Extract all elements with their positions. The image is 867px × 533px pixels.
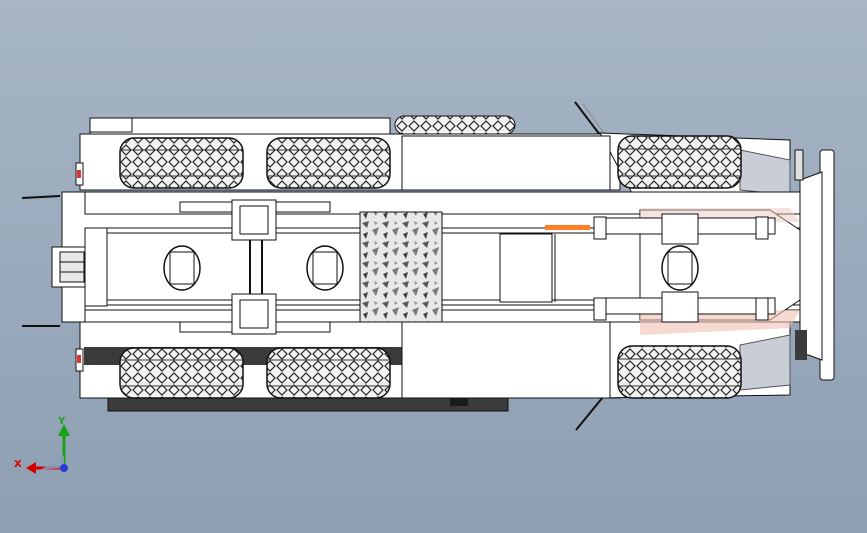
wheel-rear-left-2 [266,137,391,189]
rear-antennas [21,195,61,327]
wheel-rear-right-1 [119,347,244,399]
cargo-floor-panel [359,211,443,323]
wheel-rear-right-2 [266,347,391,399]
wheel-rear-left-1 [119,137,244,189]
front-strut-top [574,101,605,136]
axle-rear-1 [231,199,277,335]
differential-2 [306,245,344,291]
triad-x-label: X [14,459,22,470]
differential-1 [163,245,201,291]
differential-3 [661,245,699,291]
hatch-top [401,135,611,191]
spare-wheel [394,115,516,135]
rear-lights [75,162,84,372]
hatch-bottom [401,321,611,399]
front-strut-bottom [575,396,604,431]
rear-hitch [51,227,108,307]
front-bumper [794,149,835,381]
wheel-front-right [617,345,742,399]
axle-front [593,213,769,323]
triad-y-label: Y [57,416,66,427]
lower-step [450,398,468,406]
wheel-front-left [617,135,742,189]
